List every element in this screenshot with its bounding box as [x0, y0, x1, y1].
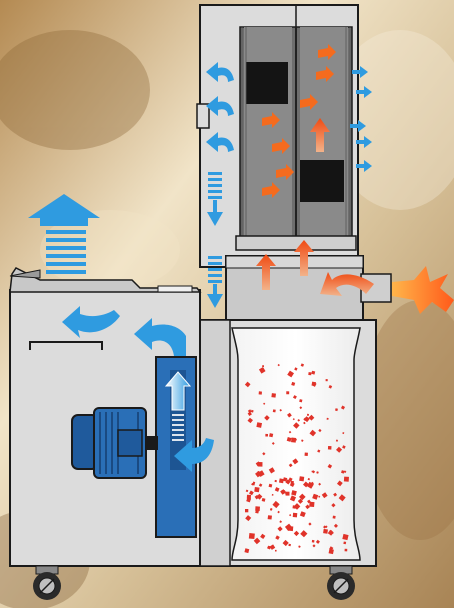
caster-left	[33, 566, 61, 600]
dust-particle	[249, 533, 255, 539]
door-handle	[197, 104, 209, 128]
dust-particle	[273, 409, 276, 412]
dust-bag	[232, 328, 360, 560]
caster-right	[327, 566, 355, 600]
dust-particle	[328, 446, 332, 450]
dust-particle	[293, 513, 298, 518]
dust-particle	[336, 440, 338, 442]
dust-particle	[259, 391, 262, 394]
dust-particle	[269, 433, 273, 437]
dust-particle	[270, 509, 272, 511]
dust-particle	[299, 476, 304, 481]
dust-particle	[286, 492, 290, 496]
dust-particle	[309, 502, 314, 507]
dust-particle	[265, 434, 268, 437]
filter-cartridge	[236, 27, 356, 250]
dust-particle	[291, 438, 296, 443]
dust-particle	[312, 382, 317, 387]
dust-particle	[256, 422, 262, 428]
dust-particle	[286, 391, 289, 394]
dust-particle	[344, 477, 349, 482]
dust-particle	[343, 542, 346, 545]
dust-particle	[268, 515, 272, 519]
dust-particle	[312, 540, 315, 543]
dust-particle	[288, 526, 293, 531]
dust-particle	[245, 509, 248, 512]
dust-particle	[327, 418, 329, 420]
dust-particle	[307, 414, 309, 416]
dust-particle	[288, 544, 291, 547]
dust-particle	[326, 379, 328, 381]
dust-particle	[308, 372, 311, 375]
dust-particle	[323, 529, 328, 534]
dust-particle	[262, 365, 264, 367]
dust-particle	[305, 453, 308, 456]
dust-particle	[271, 393, 276, 398]
dust-particle	[254, 487, 259, 492]
motor	[72, 408, 158, 478]
dust-particle	[345, 549, 348, 552]
dust-particle	[275, 550, 277, 552]
dust-particle	[333, 516, 336, 519]
dust-particle	[275, 480, 277, 482]
dust-particle	[279, 478, 284, 483]
dust-particle	[281, 490, 284, 493]
dust-particle	[255, 506, 260, 511]
dust-particle	[291, 481, 294, 484]
